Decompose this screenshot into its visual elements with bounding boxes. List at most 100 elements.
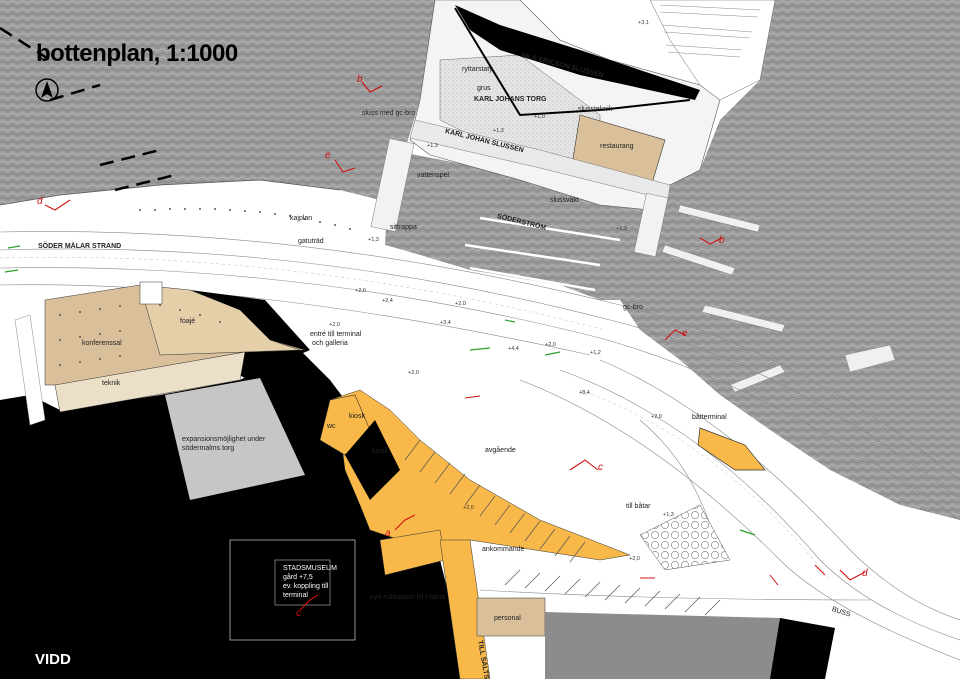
label-batterminal: båtterminal [692,414,727,421]
section-marker-d: d [862,568,868,579]
label-teknik: teknik [102,380,121,387]
elevation-mark: +2,4 [382,298,393,304]
elevation-mark: +3,4 [440,320,451,326]
label-entre-2: och galleria [312,340,348,347]
section-marker-c: c [296,608,301,619]
stadsmuseum-courtyard [274,559,331,606]
elevation-mark: +1,2 [590,350,601,356]
label-kiosk-1: kiosk [349,413,365,420]
bus-bays-departure [404,439,586,563]
label-konferenssal: konferenssal [82,340,122,347]
quay-edge [0,179,341,206]
north-arrow-icon [35,78,59,102]
sluice-pier-2 [633,193,669,257]
section-marker-a: a [385,528,391,539]
stair-block [139,281,163,305]
bus-garage [545,612,835,679]
elevation-mark: +2,0 [463,505,474,511]
brand-logo-text: VIDD [35,651,71,668]
elevation-mark: +1,3 [493,128,504,134]
batterminal-building [697,427,766,471]
nils-ericson-slussen-channel [455,5,700,100]
elevation-mark: +2,0 [329,322,340,328]
expansion-block [165,378,305,500]
elevation-mark: +1,3 [663,512,674,518]
bus-bays-arrival [504,569,721,616]
north-right-quay [649,0,776,101]
elevation-mark: +1,3 [616,226,627,232]
karl-johan-slussen [409,119,671,201]
bus-arrows [464,395,826,586]
label-sluss-med-gc-bro: sluss med gc-bro [362,110,416,117]
label-grus: grus [477,85,491,92]
elevation-mark: +1,0 [534,114,545,120]
label-gatutrad: gatuträd [298,238,324,245]
label-soder-malar-strand: SÖDER MÄLAR STRAND [38,243,122,250]
column-grid [59,304,221,366]
label-slussteknik: slussteknik [578,106,613,113]
foaje-area [139,284,301,356]
section-marker-b: b [357,74,363,85]
label-slussvakt: slussvakt [550,197,579,204]
label-ankommande: ankommande [482,546,525,553]
teknik-area [54,351,246,413]
elevation-mark: +2,0 [629,556,640,562]
saltsjo-corridor [439,539,491,679]
section-marker-e: e [325,150,331,161]
west-road [14,314,46,426]
label-stadsmuseum: STADSMUSEUM [283,565,337,572]
elevation-mark: +1,3 [368,237,379,243]
label-expansion-1: expansionsmöjlighet under [182,436,266,443]
stadsmuseum-block [229,539,356,641]
elevation-mark: +8,4 [579,390,590,396]
section-line-dashed [0,26,176,192]
water-main [0,0,435,205]
label-kajplan: kajplan [290,215,313,222]
piers-east [661,204,896,393]
label-foaje: foajé [180,318,196,325]
tree-row [139,208,351,230]
soderstrom-bridge-decks [464,216,621,292]
rail-lines [659,4,761,58]
label-ryttarstaty: ryttarstaty [462,66,493,73]
traffic-arrows [4,245,756,536]
elevation-mark: +4,4 [508,346,519,352]
label-karl-johans-torg: KARL JOHANS TORG [474,96,547,103]
sluice-pier-1 [370,138,415,233]
label-sittrappa: sittrappa [390,224,417,231]
label-ev-koppling: ev. koppling till [283,583,329,590]
section-marker-d: d [37,196,43,207]
elevation-mark: +2,0 [545,342,556,348]
page-title: bottenplan, 1:1000 [36,40,238,67]
section-marker-e: e [682,328,688,339]
bus-garage-dark [770,618,835,679]
section-marker-b: b [719,235,725,246]
label-till-batar: till båtar [626,503,651,510]
label-wc: wc [327,423,336,430]
terminal-black-volume [345,420,400,500]
label-restaurang: restaurang [600,143,634,150]
nils-ericson-line [454,7,691,117]
label-expansion-2: södermalms torg [182,445,235,452]
road-lines [0,231,960,661]
elevation-mark: +3,1 [638,20,649,26]
label-entre-1: entré till terminal [310,331,362,338]
elevation-mark: +2,0 [408,370,419,376]
label-personal: personal [494,615,521,622]
elevation-mark: +2,0 [355,288,366,294]
label-vattenspel: vattenspel [417,172,449,179]
label-gard: gård +7,5 [283,574,313,581]
label-kiosk-2: kiosk [372,448,388,455]
label-terminal: terminal [283,592,308,599]
label-nya-rulltrappor: nya rulltrappor till t-bana [370,594,446,601]
water-east [620,0,960,520]
section-markers [44,81,866,611]
elevation-mark: +1,3 [427,143,438,149]
label-avgaende: avgående [485,447,516,454]
elevation-mark: +2,0 [651,414,662,420]
elevation-mark: +2,0 [455,301,466,307]
dashed-markings [0,257,831,581]
tree-island [639,504,731,571]
